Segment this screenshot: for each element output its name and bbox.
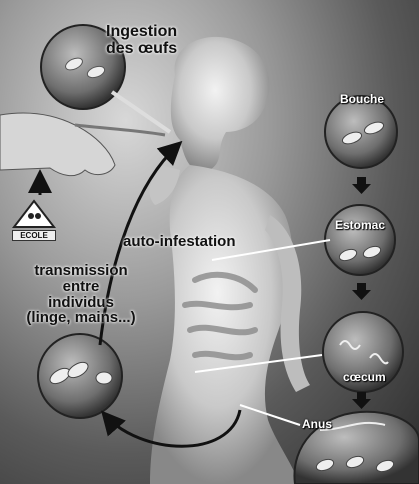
estomac-bubble [324, 204, 396, 276]
hand-icon [0, 112, 166, 177]
anus-bubble [293, 410, 419, 484]
bouche-bubble [324, 95, 398, 169]
ecole-label: ECOLE [12, 230, 56, 241]
eggs-bubble [37, 333, 123, 419]
cycle-arrows [28, 140, 242, 448]
estomac-label: Estomac [335, 218, 386, 232]
ecole-sign: ECOLE [11, 199, 57, 241]
ingestion-bubble [40, 24, 172, 134]
worm-icon [339, 340, 361, 350]
auto-infestation-label: auto-infestation [123, 233, 236, 250]
arrow-down-icon [352, 177, 371, 409]
school-warning-icon [11, 199, 57, 228]
bouche-label: Bouche [340, 92, 385, 106]
anus-label: Anus [302, 417, 332, 431]
child-figure [149, 36, 310, 484]
pointer-lines [194, 239, 331, 426]
caecum-bubble [322, 311, 404, 393]
caecum-label: cœcum [343, 370, 386, 384]
ingestion-label: Ingestion des œufs [106, 23, 178, 57]
transmission-label: transmission entre individus (linge, mai… [26, 262, 136, 327]
